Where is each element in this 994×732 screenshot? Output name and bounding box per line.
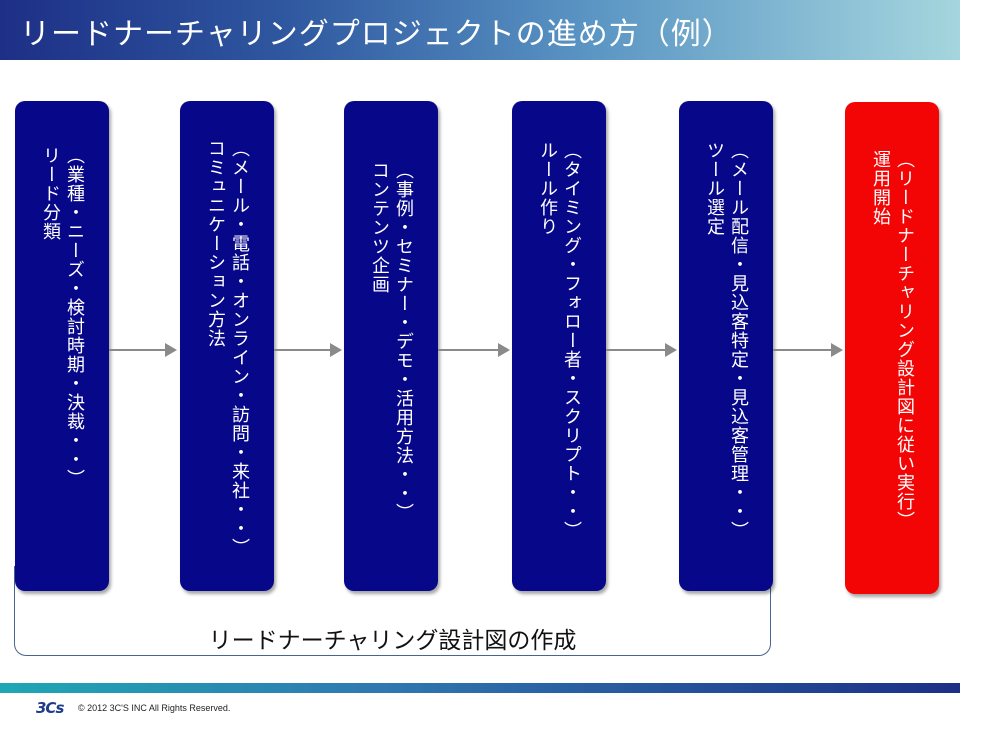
- step-title: ルール作り: [537, 141, 558, 236]
- step-tool-selection: （メール配信・見込客特定・見込客管理・・） ツール選定: [679, 101, 773, 591]
- step-operation-start: （リードナーチャリング設計図に従い実行） 運用開始: [845, 102, 939, 594]
- step-text: （メール・電話・オンライン・訪問・来社・・） コミュニケーション方法: [203, 139, 251, 571]
- step-text: （リードナーチャリング設計図に従い実行） 運用開始: [868, 150, 916, 574]
- step-rule-making: （タイミング・フォロー者・スクリプト・・） ルール作り: [512, 101, 606, 591]
- arrow-right-icon: [606, 343, 677, 357]
- step-detail: （事例・セミナー・デモ・活用方法・・）: [393, 161, 414, 522]
- step-detail: （メール・電話・オンライン・訪問・来社・・）: [229, 139, 250, 557]
- step-title: ツール選定: [704, 141, 725, 236]
- step-text: （事例・セミナー・デモ・活用方法・・） コンテンツ企画: [367, 161, 415, 571]
- title-banner: リードナーチャリングプロジェクトの進め方（例）: [0, 0, 960, 60]
- step-title: コミュニケーション方法: [205, 139, 226, 348]
- step-lead-classification: （業種・ニーズ・検討時期・決裁・・） リード分類: [15, 101, 109, 591]
- design-phase-label: リードナーチャリング設計図の作成: [208, 628, 577, 654]
- step-detail: （タイミング・フォロー者・スクリプト・・）: [561, 141, 582, 540]
- slide-title: リードナーチャリングプロジェクトの進め方（例）: [20, 17, 733, 52]
- step-title: コンテンツ企画: [369, 161, 390, 294]
- design-phase-bracket: [14, 566, 771, 656]
- step-text: （メール配信・見込客特定・見込客管理・・） ツール選定: [702, 141, 750, 571]
- copyright-text: © 2012 3C'S INC All Rights Reserved.: [78, 703, 231, 713]
- arrow-right-icon: [109, 343, 177, 357]
- step-title: 運用開始: [870, 150, 891, 226]
- step-detail: （業種・ニーズ・検討時期・決裁・・）: [64, 146, 85, 488]
- arrow-right-icon: [773, 343, 843, 357]
- arrow-right-icon: [438, 343, 510, 357]
- arrow-right-icon: [274, 343, 342, 357]
- step-detail: （メール配信・見込客特定・見込客管理・・）: [728, 141, 749, 540]
- step-detail: （リードナーチャリング設計図に従い実行）: [894, 150, 915, 530]
- footer-bar: [0, 683, 960, 693]
- step-text: （業種・ニーズ・検討時期・決裁・・） リード分類: [38, 146, 86, 571]
- step-communication-method: （メール・電話・オンライン・訪問・来社・・） コミュニケーション方法: [180, 101, 274, 591]
- step-content-planning: （事例・セミナー・デモ・活用方法・・） コンテンツ企画: [344, 101, 438, 591]
- step-title: リード分類: [40, 146, 61, 241]
- company-logo: 3Cs: [36, 699, 64, 717]
- step-text: （タイミング・フォロー者・スクリプト・・） ルール作り: [535, 141, 583, 571]
